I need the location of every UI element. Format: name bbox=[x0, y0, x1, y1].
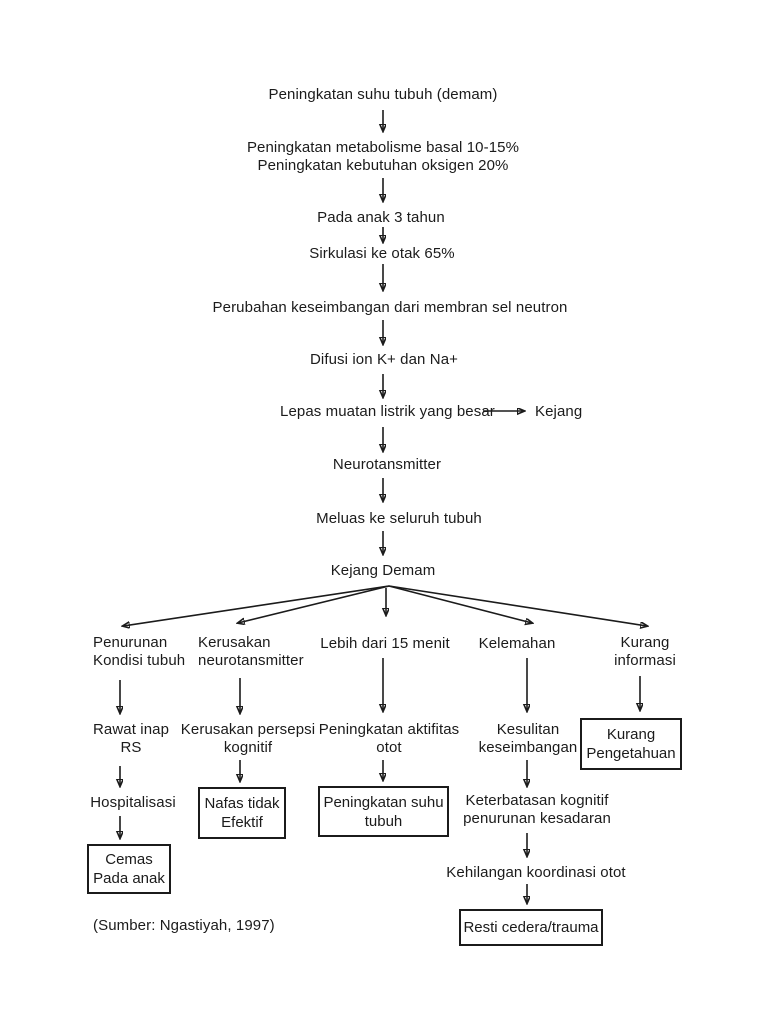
node-meluas: Meluas ke seluruh tubuh bbox=[316, 510, 482, 527]
node-kejang: Kejang bbox=[535, 403, 583, 420]
node-lepas: Lepas muatan listrik yang besar bbox=[280, 403, 495, 420]
node-neurotansmitter: Neurotansmitter bbox=[332, 456, 442, 473]
arrow-fan-branch4 bbox=[388, 585, 532, 623]
node-b3-header: Lebih dari 15 menit bbox=[320, 635, 450, 652]
arrow-fan-branch1 bbox=[123, 585, 390, 626]
node-pada-anak: Pada anak 3 tahun bbox=[317, 209, 445, 226]
node-perubahan: Perubahan keseimbangan dari membran sel … bbox=[212, 299, 568, 316]
node-b4-header: Kelemahan bbox=[478, 635, 556, 652]
node-b1-hospitalisasi: Hospitalisasi bbox=[90, 794, 176, 811]
arrow-fan-branch5 bbox=[388, 585, 647, 626]
node-b4-diagnosis-box: Resti cedera/trauma bbox=[459, 909, 603, 946]
node-kejang-demam: Kejang Demam bbox=[330, 562, 436, 579]
node-sirkulasi: Sirkulasi ke otak 65% bbox=[309, 245, 455, 262]
node-demam: Peningkatan suhu tubuh (demam) bbox=[268, 86, 498, 103]
node-metabolisme: Peningkatan metabolisme basal 10-15%Peni… bbox=[246, 139, 520, 174]
source-note: (Sumber: Ngastiyah, 1997) bbox=[93, 917, 275, 934]
arrow-fan-branch2 bbox=[238, 585, 390, 623]
node-b4-kehilangan: Kehilangan koordinasi otot bbox=[446, 864, 626, 881]
node-difusi: Difusi ion K+ dan Na+ bbox=[309, 351, 459, 368]
